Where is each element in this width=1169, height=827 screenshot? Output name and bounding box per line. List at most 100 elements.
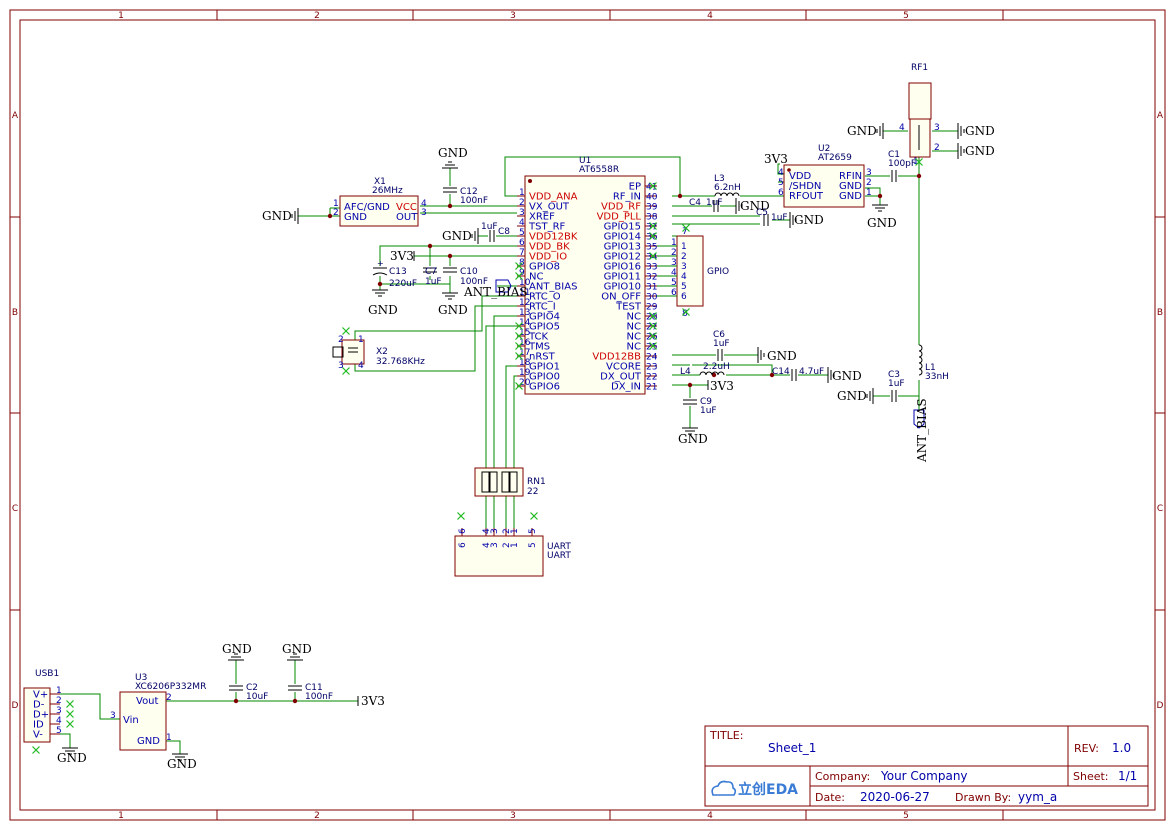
u1-pin-name: TMS (528, 342, 550, 353)
gnd-symbol: GND (282, 642, 312, 661)
c1-capacitor[interactable]: C1 100pF (888, 150, 916, 182)
c2-ref: C2 (246, 683, 258, 693)
c8-capacitor[interactable]: 1uF C8 (481, 222, 510, 242)
no-connect-marker (342, 327, 350, 335)
gpio-pin-num-outer: 3 (671, 258, 677, 268)
c3-capacitor[interactable]: C3 1uF (888, 370, 905, 402)
c5-capacitor[interactable]: C5 1uF (756, 208, 788, 226)
l4-ref: L4 (680, 367, 691, 377)
u3-ref: U3 (135, 673, 147, 683)
lceda-logo: 立创EDA (711, 780, 798, 798)
u2-at2659[interactable]: U2 AT2659 VDD /SHDN RFOUT RFIN GND GND 4… (778, 144, 872, 208)
zone-col-4: 4 (707, 11, 713, 21)
c4-capacitor[interactable]: C4 1uF (689, 198, 723, 212)
uart-value: UART (547, 551, 571, 561)
c12-capacitor[interactable]: C12 100nF (443, 187, 488, 206)
no-connect-marker (530, 512, 538, 520)
ant-bias-label-right: ANT_BIAS (915, 398, 929, 463)
gnd-label: GND (222, 642, 252, 656)
c11-capacitor[interactable]: C11 100nF (288, 683, 333, 702)
c5-ref: C5 (756, 208, 768, 218)
rn1-value: 22 (527, 487, 538, 497)
gpio-num-8: 8 (682, 309, 688, 319)
uart-pin-num: 6 (458, 542, 468, 548)
c9-capacitor[interactable]: C9 1uF (683, 397, 717, 416)
l4-inductor[interactable]: L4 2.2uH (680, 362, 730, 377)
l1-inductor[interactable]: L1 33nH (918, 344, 949, 382)
zone-row-b-right: B (1157, 308, 1163, 318)
gnd-symbol: GND (442, 228, 479, 244)
rf1-connector[interactable]: RF1 4 3 2 1 (899, 63, 940, 167)
zone-col-3-bottom: 3 (510, 811, 516, 821)
u1-pin-num: 39 (646, 203, 658, 213)
no-connect-marker (515, 262, 523, 270)
drawn-by-label: Drawn By: (955, 791, 1011, 804)
rf1-num-3: 3 (934, 123, 940, 133)
c7-ref: C7 (425, 267, 437, 277)
u1-pin-name: GPIO8 (529, 262, 560, 273)
power-3v3: 3V3 (357, 694, 385, 708)
zone-col-5: 5 (903, 11, 909, 21)
u3-regulator[interactable]: U3 XC6206P332MR Vin Vout GND 3 2 1 (110, 673, 206, 751)
u1-pin-name: RTC_O (529, 292, 561, 303)
u1-pin-num: 33 (646, 263, 657, 273)
u1-pin-name: VDD_PLL (597, 212, 642, 223)
c14-capacitor[interactable]: C14 4.7uF (772, 367, 824, 381)
u1-pin-num: 13 (519, 308, 530, 318)
c7-capacitor[interactable]: C7 1uF (423, 267, 442, 287)
u1-pin-name: VX_OUT (529, 202, 570, 213)
no-connect-marker (515, 382, 523, 390)
rn1-resistor-network[interactable]: RN1 22 (474, 467, 546, 497)
no-connect-marker (515, 322, 523, 330)
gnd-symbol: GND (867, 204, 897, 230)
c6-capacitor[interactable]: C6 1uF (713, 330, 730, 361)
uart-pin-num: 4 (482, 542, 492, 548)
zone-col-3: 3 (510, 11, 516, 21)
c10-capacitor[interactable]: C10 100nF (443, 267, 488, 287)
u3-num-2: 2 (166, 693, 172, 703)
x2-num-3: 3 (338, 361, 344, 371)
x1-ref: X1 (374, 177, 386, 187)
u1-pin-num: 7 (519, 248, 525, 258)
u1-pin-name: NC (529, 272, 543, 283)
u1-pin-name: NC (627, 342, 641, 353)
u1-pin-name: GPIO13 (604, 242, 641, 253)
zone-row-a-right: A (1157, 111, 1164, 121)
u1-pin-name: NC (627, 322, 641, 333)
c2-capacitor[interactable]: C2 10uF (229, 683, 268, 702)
u1-pin-name: nRST (529, 352, 556, 363)
u1-pin-name: GPIO1 (529, 362, 560, 373)
gnd-label: GND (282, 642, 312, 656)
u2-value: AT2659 (818, 153, 852, 163)
svg-text:+: + (377, 259, 384, 268)
x2-crystal[interactable]: X2 32.768KHz 1 2 3 4 (332, 335, 425, 371)
ant-bias-net-left: ANT_BIAS (463, 279, 528, 299)
no-connect-marker (649, 332, 657, 340)
x1-value: 26MHz (372, 186, 403, 196)
zone-col-1-bottom: 1 (118, 811, 124, 821)
c13-capacitor[interactable]: + C13 220uF (372, 259, 417, 289)
c3-ref: C3 (888, 370, 900, 380)
u1-pin-name: ANT_BIAS (529, 282, 577, 293)
gnd-symbol: GND (438, 292, 468, 317)
title-value: Sheet_1 (768, 741, 816, 755)
c11-value: 100nF (305, 692, 333, 702)
gnd-label: GND (837, 389, 867, 403)
uart-pin-num-outer: 1 (510, 528, 520, 534)
u2-num-6: 6 (778, 188, 784, 198)
usb1-pin-name: D- (33, 700, 45, 711)
zone-labels: 1 2 3 4 5 1 2 3 4 5 A B C D A B C D (12, 11, 1164, 821)
x1-oscillator[interactable]: X1 26MHz AFC/GND GND VCC OUT 1 2 4 3 (333, 177, 427, 227)
u1-pin-num: 21 (646, 383, 657, 393)
u2-num-5: 5 (778, 178, 784, 188)
l3-inductor[interactable]: L3 6.2nH (714, 174, 741, 197)
u1-pin-num: 31 (646, 283, 657, 293)
power-3v3: 3V3 (707, 379, 734, 393)
ant-bias-label-left: ANT_BIAS (463, 285, 528, 299)
u1-pin-name: VDD12BB (592, 352, 641, 363)
